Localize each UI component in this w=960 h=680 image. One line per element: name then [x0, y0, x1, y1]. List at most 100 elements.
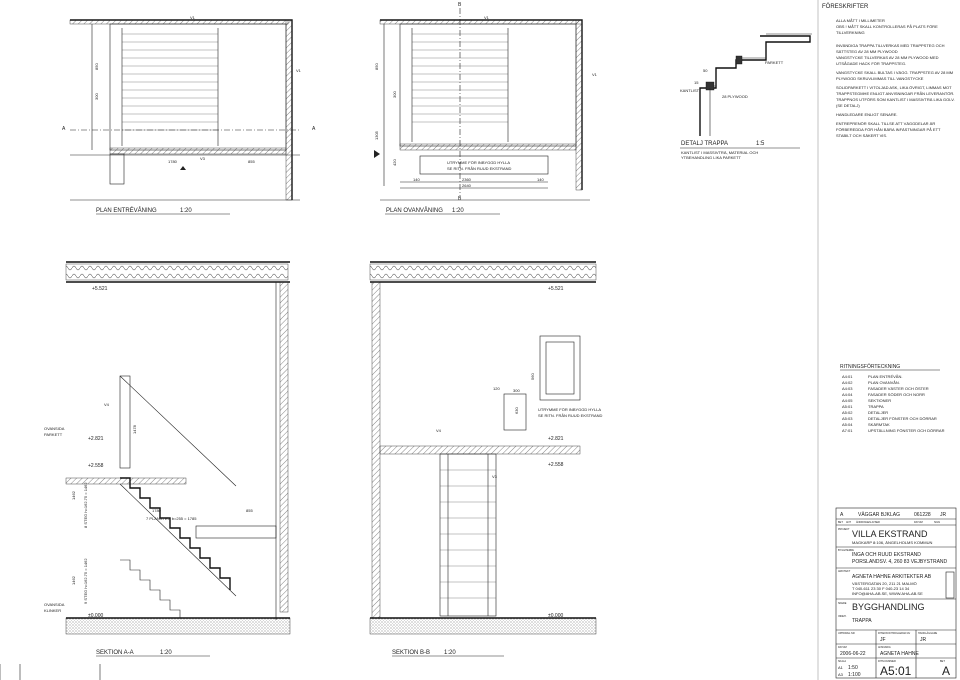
plan-entry-v1b: V1: [296, 68, 302, 73]
rev-text: VÄGGAR BJKLAG: [858, 511, 900, 518]
section-b: +5.521 +2.821 +2.558 ±0.000 120 300 630 …: [369, 261, 603, 657]
arch-line: VÄSTERGATAN 20, 211 21 MALMÖ: [852, 581, 917, 586]
section-b-ground: [369, 617, 597, 635]
date: 2006-06-22: [840, 651, 866, 657]
plan-upper-b-bottom: B: [458, 196, 462, 202]
notes-line: (SE DETALJ): [836, 103, 860, 108]
section-b-wall-left: [371, 281, 381, 619]
plan-entry-dim-300: 300: [94, 93, 99, 100]
section-a-wall-right: [279, 281, 289, 613]
notes-line: SOLIDPARKETT I VITOLJAD ASK, LIKA ÖVRIGT…: [836, 85, 952, 90]
section-b-note: SE RITN. FRÅN RUUD EKSTRAND: [538, 413, 603, 418]
phase-label: SKEDE: [838, 602, 847, 605]
drawing-list-name: TRAPPA: [868, 404, 884, 409]
plan-upper-stairwell: [399, 23, 577, 147]
section-a-landing: [195, 525, 277, 539]
content-label: INNEH.: [838, 615, 847, 618]
drawing-list-code: A5:02: [842, 410, 853, 415]
plan-upper: 850 300 1305 420 UTRYMME FÖR INBYGGD HYL…: [374, 2, 598, 215]
project-sub: MAGKARP 8:106, ÄNGELHOLMS KOMMUN: [852, 540, 933, 545]
drawing-list-name: PLAN OVANVÅN.: [868, 380, 900, 385]
section-a-roof-insulation: [65, 263, 289, 281]
section-b-note: UTRYMME FÖR INBYGGD HYLLA: [538, 407, 601, 412]
plan-entry-treads: [121, 28, 219, 146]
section-b-level-parkett: +2.821: [548, 436, 564, 442]
notes-line: TILLVERKNING: [836, 30, 865, 35]
plan-upper-dim-850: 850: [374, 63, 379, 70]
plan-entry-v1a: V1: [190, 15, 196, 20]
plan-upper-scale: 1:20: [452, 208, 464, 214]
detail-scale: 1:5: [756, 141, 765, 147]
section-a-handrail: [119, 375, 237, 487]
section-a-level-parkett: +2.821: [88, 436, 104, 442]
client-name: INGA OCH RUUD EKSTRAND: [852, 552, 921, 558]
section-b-window: [539, 335, 581, 401]
drawing-list-code: A4:02: [842, 380, 853, 385]
drawing-list-name: DETALJER FÖNSTER OCH DÖRRAR: [868, 416, 937, 421]
nr-label: RITN.NUMMER: [878, 660, 896, 663]
section-a-ovansida-klinker: OVANSIDA: [44, 602, 65, 607]
drawing-list-code: A4:03: [842, 386, 853, 391]
notes-line: OBS ! MÅTT SKALL KONTROLLERAS PÅ PLATS F…: [836, 24, 938, 29]
sign: AGNETA HAHNE: [880, 651, 919, 657]
crop-marks: [0, 664, 101, 680]
detail-caption: YTBEHANDLING LIKA PARKETT: [681, 155, 741, 160]
plan-upper-title: PLAN OVANVÅNING: [386, 207, 443, 214]
notes-block: FÖRESKRIFTER ALLA MÅTT I MILLIMETER OBS …: [822, 3, 955, 138]
arch-line: INFO@AHA-AB.SE, WWW.AHA-AB.SE: [852, 591, 923, 596]
notes-line: VANGSTYCKE TILLVERKAS AV 28 MM PLYWOOD M…: [836, 55, 939, 60]
section-a-ovansida-klinker: KLINKER: [44, 608, 61, 613]
section-a-scale: 1:20: [160, 650, 172, 656]
drawing-list-code: A4:01: [842, 374, 853, 379]
plan-upper-dim-300: 300: [392, 91, 397, 98]
section-b-window-pane: [545, 341, 575, 395]
client-addr: PORSLANDSV. 4, 260 83 VEJBYSTRAND: [852, 559, 948, 565]
ansv: JR: [920, 637, 927, 643]
rev-date: 061228: [914, 512, 931, 518]
drawing-list-name: DETALJER: [868, 410, 888, 415]
plan-upper-wall-top: [379, 19, 583, 25]
project-label: PROJEKT: [838, 528, 850, 531]
section-a-steps-lower: 9 STEG h=162.75 = 1462: [83, 558, 88, 604]
plan-upper-shelf: [419, 155, 549, 175]
section-a-ground: [65, 617, 291, 635]
plan-entry: 850 300 1780 855 V3 V1 V1 A A PLAN ENTRÉ…: [62, 15, 316, 215]
plan-entry-a-right: A: [312, 126, 316, 132]
rev-header: ÄNDRINGEN AVSER: [856, 521, 880, 524]
uppdr-label: UPPDRAG NR: [838, 632, 855, 635]
plan-upper-arrow: [374, 150, 380, 158]
plan-upper-note: UTRYMME FÖR INBYGGD HYLLA: [447, 160, 510, 165]
section-a-v4: V4: [104, 402, 110, 407]
handl-label: HANDLÄGGARE: [918, 632, 938, 635]
section-b-dim-560: 560: [530, 373, 535, 380]
plan-entry-post: [109, 153, 125, 185]
section-a-dim-1462b: 1462: [71, 575, 76, 585]
plan-upper-dim-420: 420: [392, 159, 397, 166]
format1: A1: [838, 665, 844, 670]
drawing-list-heading: RITNINGSFÖRTECKNING: [840, 363, 900, 370]
notes-line: UTSÅGADE HACK FÖR TRAPPSTEG.: [836, 61, 906, 66]
detail-stair-profile: [699, 35, 811, 136]
plan-entry-dim-855: 855: [248, 159, 255, 164]
detail-plywood-label: 28 PLYWOOD: [722, 94, 748, 99]
section-a-dim-1780: 1780: [152, 508, 162, 513]
drawing-list-code: A5:03: [842, 416, 853, 421]
sign-label: ANSVARIG: [878, 646, 891, 649]
format2: A3: [838, 672, 844, 677]
notes-line: SÄTTSTEG AV 28 MM PLYWOOD: [836, 49, 898, 54]
detail-parkett-label: PARKETT: [765, 60, 784, 65]
section-b-level-top: +5.521: [548, 286, 564, 292]
notes-line: ALLA MÅTT I MILLIMETER: [836, 18, 885, 23]
ritad: JF: [880, 637, 886, 643]
plan-upper-v1b: V1: [592, 72, 598, 77]
drawing-list-name: PLAN ENTRÉVÅN.: [868, 374, 902, 379]
rev-header: BET: [838, 521, 843, 524]
section-b-dim-630: 630: [514, 407, 519, 414]
rev-sign: JR: [940, 512, 947, 518]
plan-entry-v3: V3: [200, 156, 206, 161]
section-a: +5.521 +2.821 +2.558 ±0.000 OVANSIDA PAR…: [44, 261, 291, 657]
plan-upper-wall-right: [575, 19, 583, 191]
section-b-roof-insulation: [369, 263, 597, 281]
section-b-title: SEKTION B-B: [392, 650, 430, 656]
rev-letter: A: [840, 512, 844, 518]
